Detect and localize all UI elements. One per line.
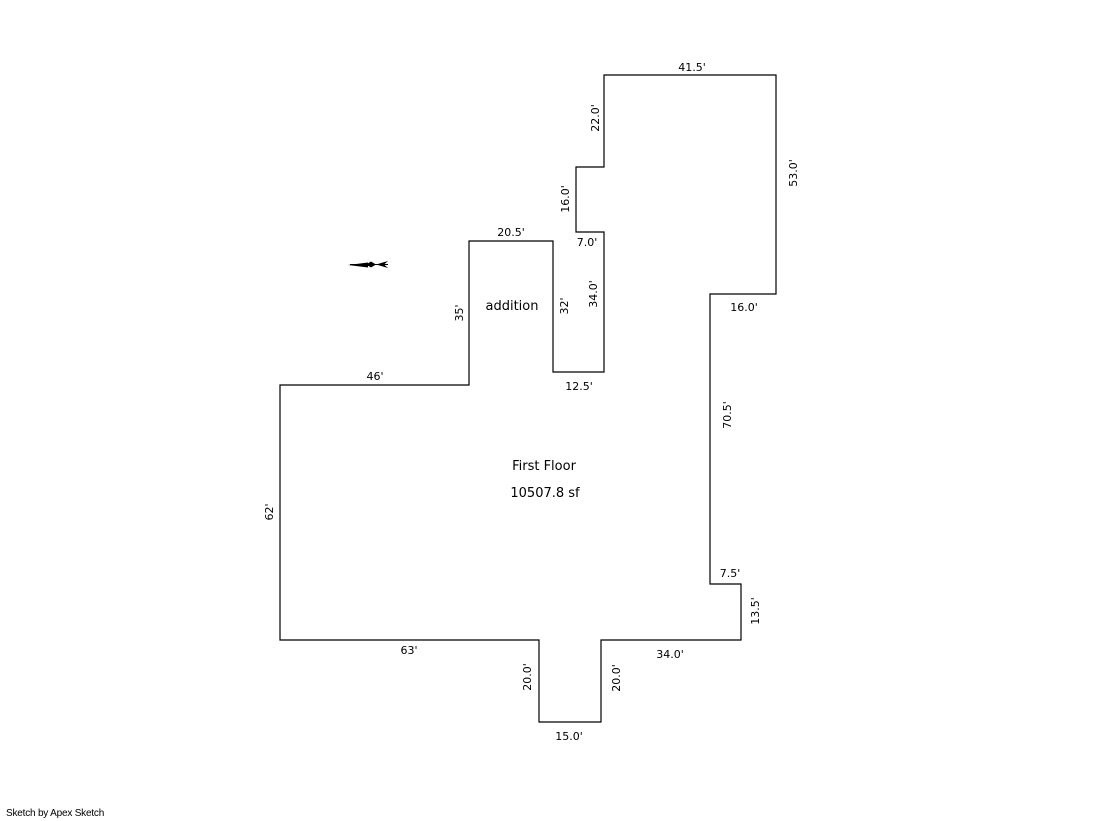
dim-upper-right-height: 53.0' — [787, 159, 800, 187]
dim-addition-top: 20.5' — [497, 226, 525, 239]
dim-projection-bottom: 15.0' — [555, 730, 583, 743]
dim-step-horizontal: 7.0' — [577, 236, 598, 249]
dim-bottom-right: 34.0' — [656, 648, 684, 661]
dim-step-vertical: 16.0' — [559, 185, 572, 213]
dim-lower-right-step-horizontal: 7.5' — [720, 567, 741, 580]
dim-projection-left: 20.0' — [521, 663, 534, 691]
dim-addition-left: 35' — [453, 304, 466, 321]
addition-label: addition — [486, 299, 539, 314]
dim-bottom-left: 63' — [400, 644, 417, 657]
dim-corridor-vertical: 34.0' — [587, 280, 600, 308]
dim-addition-inner-vertical: 32' — [558, 297, 571, 314]
dim-projection-right: 20.0' — [610, 664, 623, 692]
north-arrow-icon — [348, 261, 388, 268]
dim-right-step-horizontal: 16.0' — [730, 301, 758, 314]
dim-upper-left-notch-vertical: 22.0' — [589, 104, 602, 132]
dim-top-left-width: 46' — [366, 370, 383, 383]
dim-left-side: 62' — [263, 503, 276, 520]
dim-top-right-width: 41.5' — [678, 61, 706, 74]
area-value-label: 10507.8 sf — [510, 486, 580, 501]
dim-right-side-vertical: 70.5' — [721, 401, 734, 429]
area-name-label: First Floor — [512, 459, 576, 474]
dim-corridor-bottom: 12.5' — [565, 380, 593, 393]
footer-credit: Sketch by Apex Sketch — [6, 808, 105, 819]
dim-lower-right-step-vertical: 13.5' — [749, 597, 762, 625]
building-outline — [279, 74, 777, 723]
